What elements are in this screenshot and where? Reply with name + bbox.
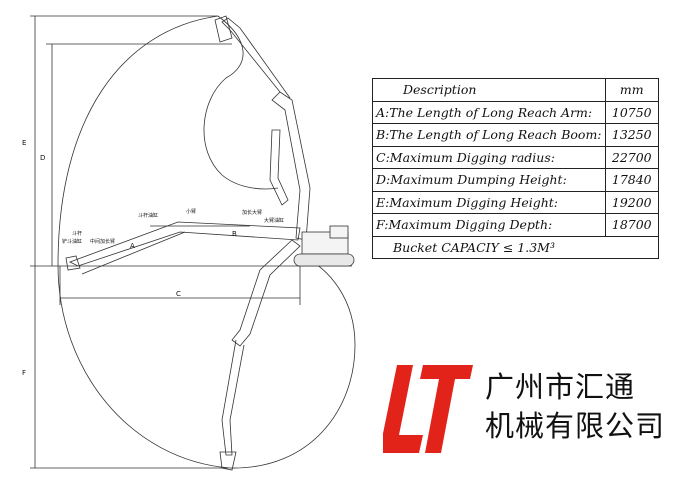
table-footer-row: Bucket CAPACIY ≤ 1.3M³ xyxy=(372,235,659,259)
part-label: 中间加长臂 xyxy=(90,238,115,245)
bucket-capacity: Bucket CAPACIY ≤ 1.3M³ xyxy=(372,235,659,259)
excavator-counterweight xyxy=(329,225,349,239)
arm-raised xyxy=(221,17,291,99)
dimension-line-a xyxy=(81,231,186,275)
arm-lowered xyxy=(221,339,245,456)
part-label: 加长大臂 xyxy=(242,209,262,216)
company-logo: LT xyxy=(383,365,473,453)
company-name-line2: 机械有限公司 xyxy=(485,409,666,443)
table-row: C:Maximum Digging radius: 22700 xyxy=(372,145,660,169)
table-row: B:The Length of Long Reach Boom: 13250 xyxy=(372,123,660,147)
row-value: 17840 xyxy=(604,168,660,192)
row-value: 22700 xyxy=(604,145,660,169)
part-label: 大臂油缸 xyxy=(264,217,284,224)
row-label: F:Maximum Digging Depth: xyxy=(372,213,606,237)
part-label: 斗杆 xyxy=(72,230,82,237)
header-unit: mm xyxy=(604,78,660,102)
table-row: A:The Length of Long Reach Arm: 10750 xyxy=(372,100,660,124)
specification-table: Description mm A:The Length of Long Reac… xyxy=(372,78,660,259)
row-value: 18700 xyxy=(604,213,660,237)
table-header-row: Description mm xyxy=(372,78,660,102)
row-value: 13250 xyxy=(604,123,660,147)
part-label: 小臂 xyxy=(186,208,196,215)
boom-lowered xyxy=(231,239,301,347)
row-label: A:The Length of Long Reach Arm: xyxy=(372,100,606,124)
dimension-label-a: A xyxy=(130,242,135,250)
bucket-lowered xyxy=(219,451,237,471)
row-label: E:Maximum Digging Height: xyxy=(372,190,606,214)
inner-envelope-curve xyxy=(203,15,279,190)
part-label: 铲斗油缸 xyxy=(62,238,82,245)
dimension-label-d: D xyxy=(40,154,45,162)
row-label: B:The Length of Long Reach Boom: xyxy=(372,123,606,147)
header-description: Description xyxy=(372,78,606,102)
row-label: C:Maximum Digging radius: xyxy=(372,145,606,169)
table-row: F:Maximum Digging Depth: 18700 xyxy=(372,213,660,237)
row-value: 10750 xyxy=(604,100,660,124)
arm-dumping xyxy=(269,129,289,206)
logo-letters xyxy=(383,365,473,453)
company-name-line1: 广州市汇通 xyxy=(485,370,636,404)
table-row: E:Maximum Digging Height: 19200 xyxy=(372,190,660,214)
row-value: 19200 xyxy=(604,190,660,214)
row-label: D:Maximum Dumping Height: xyxy=(372,168,606,192)
dimension-label-c: C xyxy=(176,290,181,298)
dimension-label-b: B xyxy=(232,230,237,238)
bucket-raised xyxy=(214,15,233,43)
excavator-track xyxy=(293,253,355,267)
table-row: D:Maximum Dumping Height: 17840 xyxy=(372,168,660,192)
working-envelope-curve xyxy=(57,15,356,469)
boom-horizontal xyxy=(68,221,301,267)
dimension-label-f: F xyxy=(22,369,26,377)
dimension-label-e: E xyxy=(22,139,26,147)
bucket-horizontal xyxy=(65,255,81,271)
part-label: 斗杆油缸 xyxy=(138,212,158,219)
company-name: 广州市汇通 机械有限公司 xyxy=(485,368,675,446)
